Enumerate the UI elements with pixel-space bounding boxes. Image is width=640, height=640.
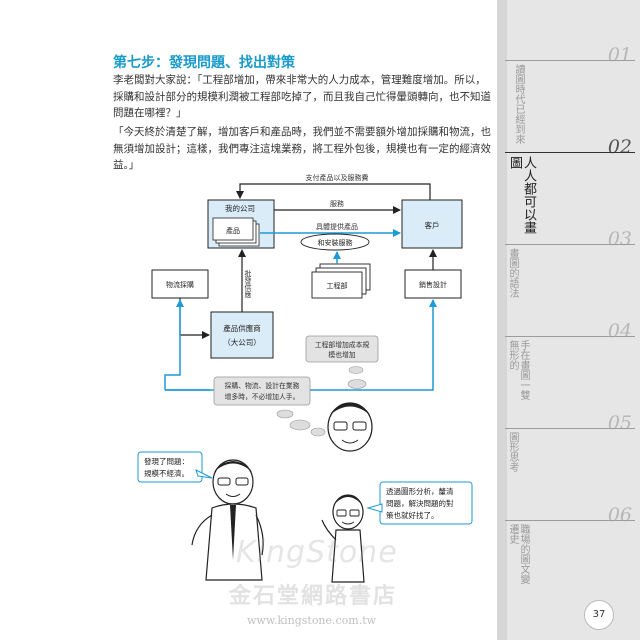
speech-left-line1: 發現了問題：: [144, 457, 189, 466]
page-number: 37: [584, 600, 614, 630]
sales-design-box: [404, 269, 462, 299]
logistics-supplier-arrow: [179, 298, 210, 339]
provide-product-label: 具體提供產品: [316, 222, 358, 231]
supplier-box: [210, 311, 274, 359]
wholesale-label: 批發供應: [244, 269, 252, 299]
install-service-oval: [300, 233, 370, 251]
company-label: 我的公司: [225, 203, 255, 213]
scale-bubble: [213, 376, 311, 406]
chapter-title: 讀圖時代已經到來: [513, 64, 524, 144]
engineering-box: [311, 263, 371, 299]
chapter-title: 圖形思考: [507, 432, 518, 472]
boss-figure: [191, 459, 264, 581]
engineering-bubble-line1: 工程部增加成本規: [315, 340, 370, 349]
logistics-box: [151, 269, 209, 299]
chapter-number: 01: [607, 44, 632, 66]
scale-bubble-line2: 增多時，不必增加人手。: [225, 392, 300, 401]
chapter-number: 06: [607, 504, 632, 526]
engineering-bubble-line2: 模也增加: [328, 350, 355, 359]
scale-lines: [164, 299, 437, 391]
speech-right-line1: 透過圖形分析，釐清: [386, 486, 454, 496]
speech-right-line2: 問題，解決問題的對: [386, 498, 454, 508]
sales-design-label: 銷售設計: [419, 280, 447, 289]
chapter-title: 職場的圖文變遷史: [507, 524, 529, 584]
supplier-label-line2: （大公司）: [223, 337, 261, 347]
speech-left-line2: 規模不經濟。: [144, 468, 189, 478]
scale-bubble-line1: 採購、物流、設計在業務: [225, 381, 300, 390]
watermark-url: www.kingstone.com.tw: [247, 614, 377, 627]
chapter-title: 畫圖的語法: [507, 248, 518, 298]
chapter-number: 02: [607, 136, 632, 158]
engineering-label: 工程部: [327, 281, 348, 290]
payment-arrow: [236, 183, 431, 200]
paragraph-2: 「今天終於清楚了解，增加客戶和產品時，我們並不需要額外增加採購和物流，也無須增加…: [113, 126, 491, 171]
payment-arrow-label: 支付產品以及服務費: [306, 173, 369, 182]
watermark-brand: KingStone: [236, 535, 398, 570]
speech-right-line3: 策也就好找了。: [386, 510, 439, 520]
chapter-title: 人人都可以畫圖: [507, 156, 536, 234]
company-box: [207, 199, 275, 249]
watermark-chinese: 金石堂網路書店: [229, 584, 398, 609]
logistics-label: 物流採購: [166, 280, 194, 289]
speech-right-bubble: [379, 481, 473, 525]
employee-figure: [321, 494, 365, 583]
chapter-sidebar-inner: [507, 0, 640, 640]
chapter-title: 手在畫圖一雙無形的: [507, 340, 529, 400]
customer-label: 客戶: [425, 220, 440, 230]
product-label: 產品: [226, 226, 240, 235]
speech-left-bubble: [137, 451, 203, 483]
service-label: 服務: [330, 199, 344, 208]
chapter-sidebar: [497, 0, 640, 640]
section-heading: 第七步：發現問題、找出對策: [113, 55, 295, 71]
supplier-label-line1: 產品供應商: [223, 323, 261, 333]
chapter-number: 04: [607, 320, 632, 342]
thinking-boss-illustration: [327, 402, 373, 452]
chapter-number: 03: [607, 228, 632, 250]
customer-box: [401, 199, 463, 249]
chapter-number: 05: [607, 412, 632, 434]
install-service-label: 和安裝服務: [318, 238, 353, 247]
paragraph-1: 李老闆對大家說：「工程部增加，帶來非常大的人力成本，管理難度增加。所以，採購和設…: [113, 74, 491, 119]
engineering-cost-bubble: [305, 335, 379, 363]
